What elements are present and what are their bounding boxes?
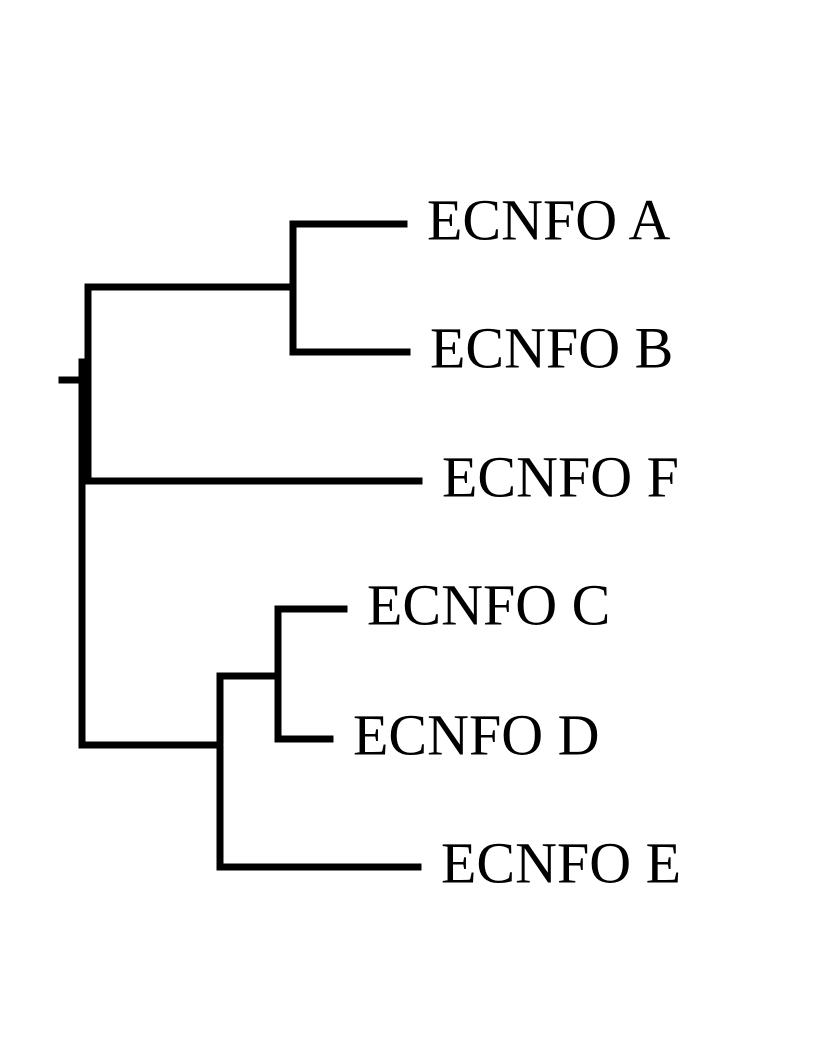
leaf-label-f: ECNFO F bbox=[442, 444, 679, 509]
tree-branches bbox=[58, 220, 423, 871]
leaf-label-e: ECNFO E bbox=[441, 830, 681, 895]
leaf-labels: ECNFO A ECNFO B ECNFO F ECNFO C ECNFO D … bbox=[353, 187, 681, 895]
leaf-label-b: ECNFO B bbox=[430, 315, 673, 380]
leaf-label-c: ECNFO C bbox=[367, 572, 610, 637]
leaf-label-a: ECNFO A bbox=[427, 187, 670, 252]
leaf-label-d: ECNFO D bbox=[353, 702, 600, 767]
